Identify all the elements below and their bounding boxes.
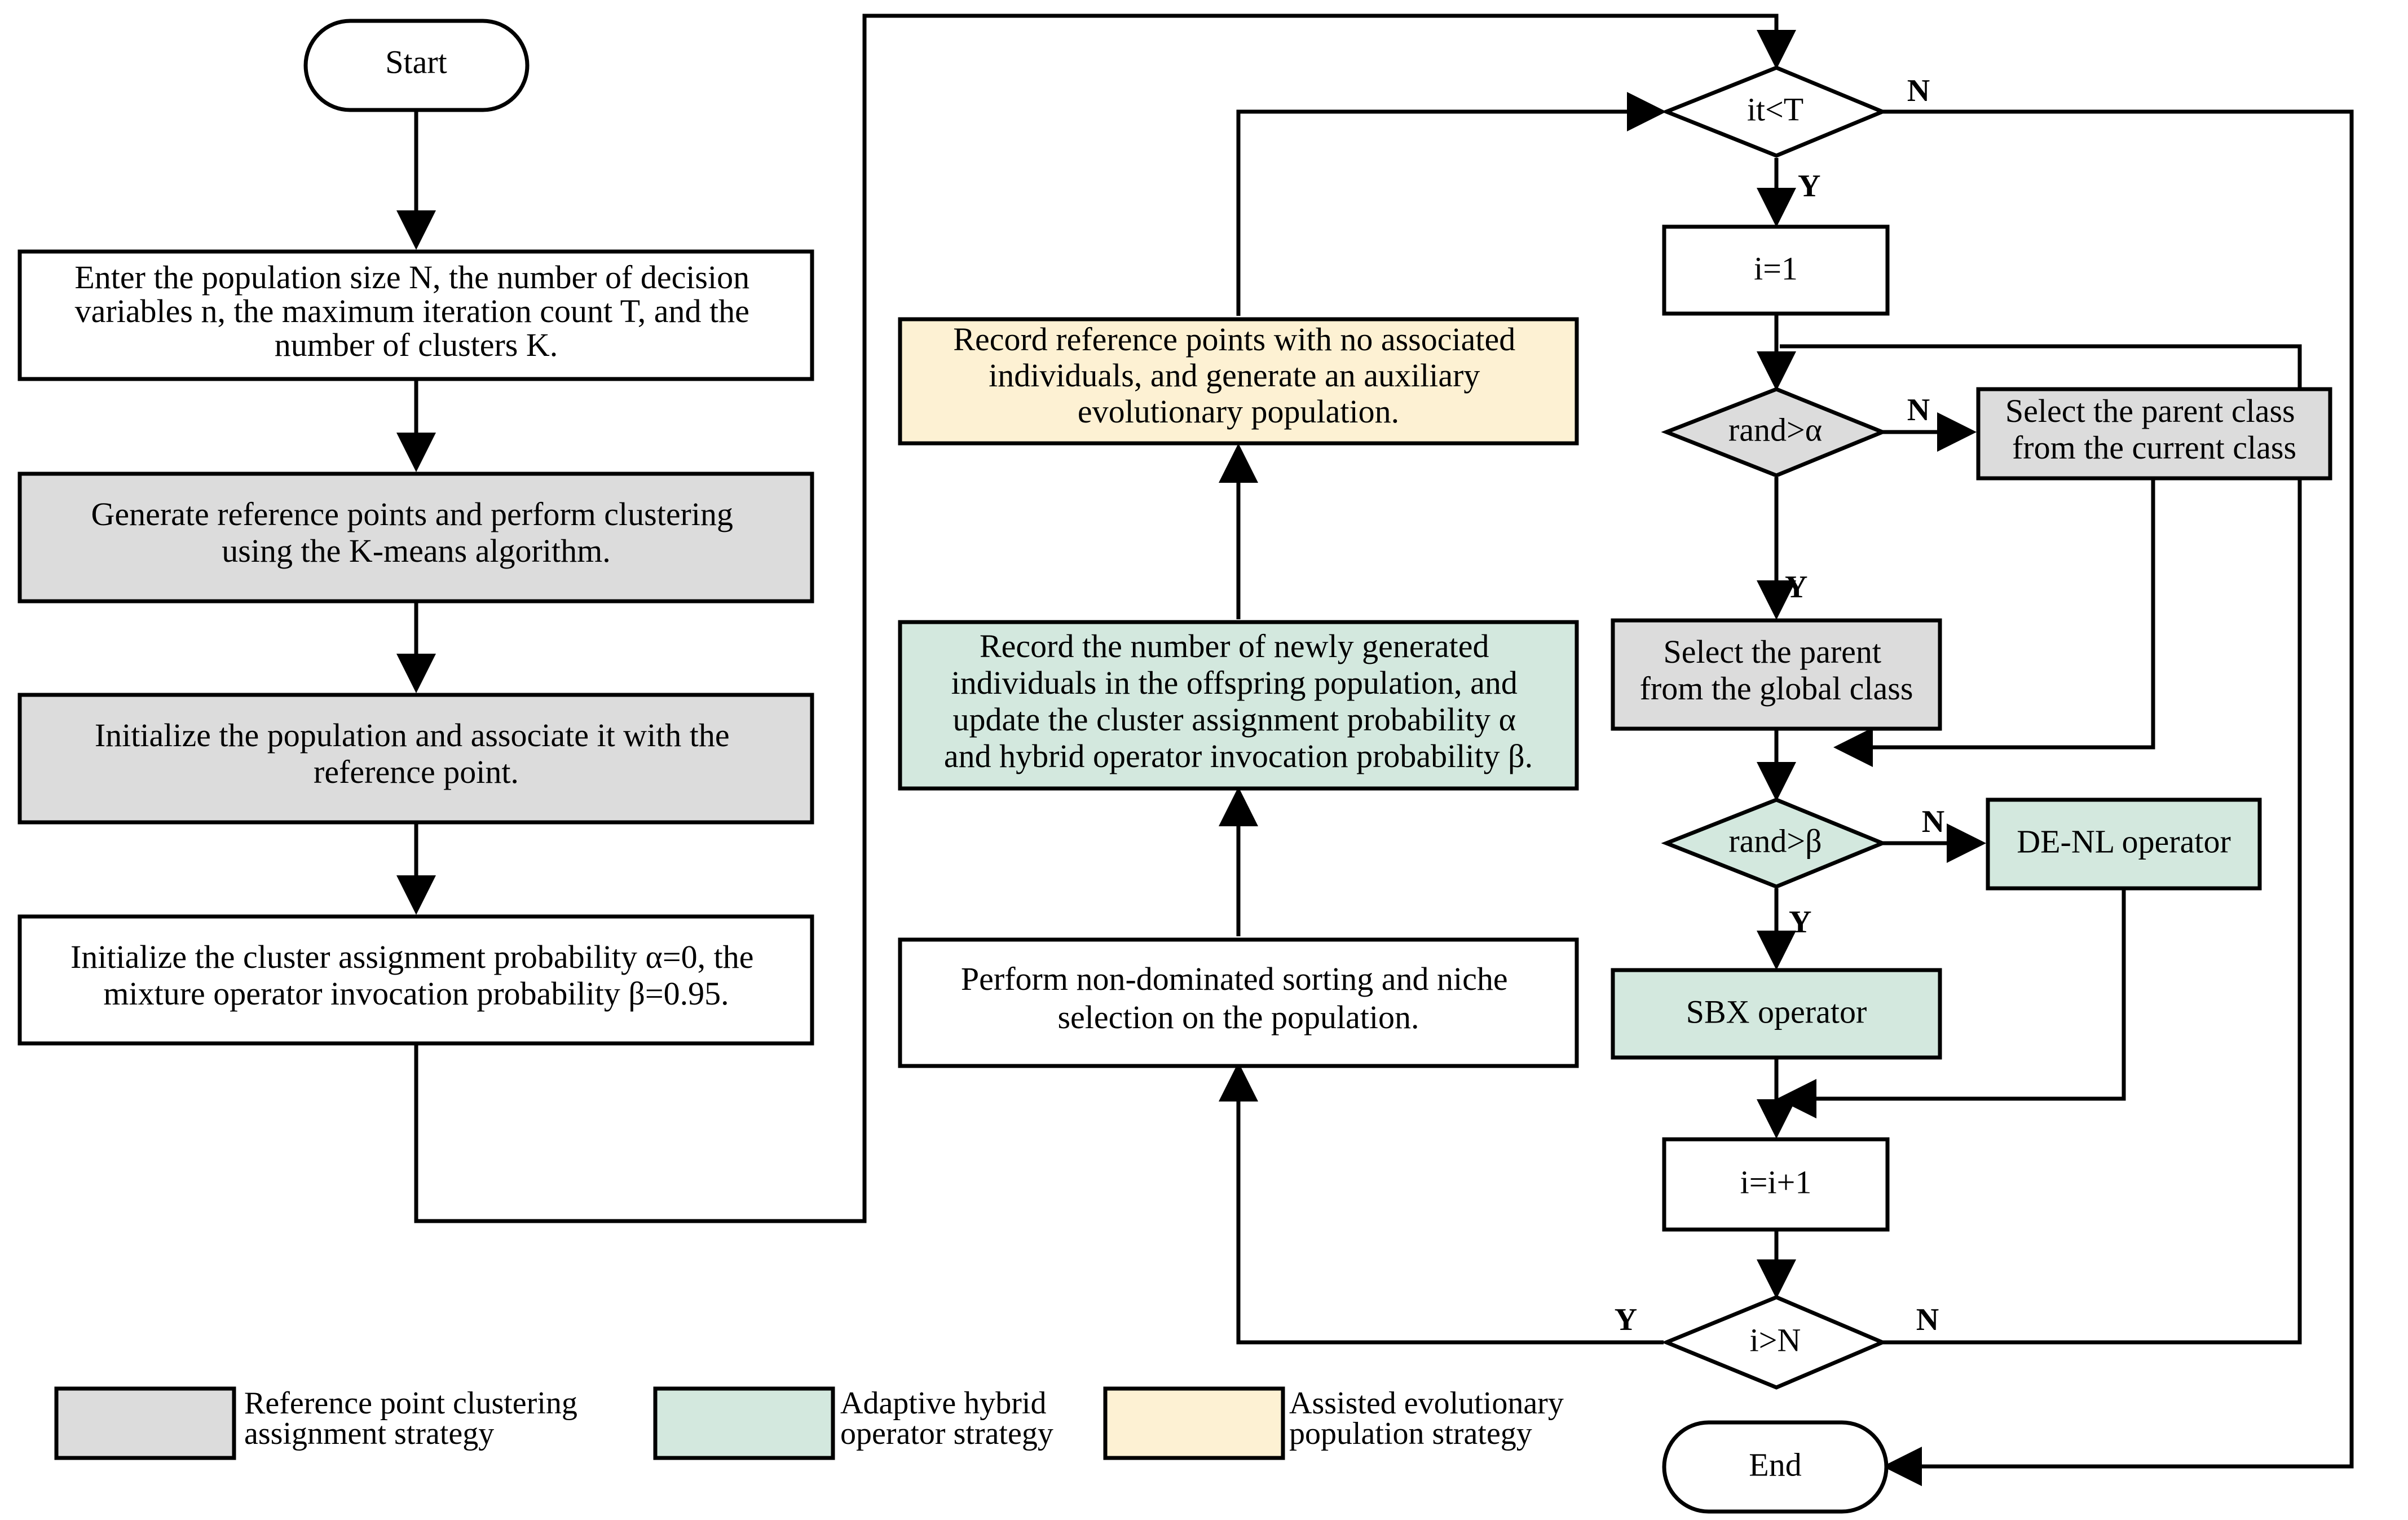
i-increment-label: i=i+1 [1740, 1164, 1812, 1200]
record-reference-points-box [898, 317, 1579, 446]
branch-label-ign-n: N [1916, 1302, 1939, 1337]
generate-reference-points-text: Generate reference points and perform cl… [91, 496, 741, 569]
iteration-check-label: it<T [1747, 91, 1803, 127]
select-current-class-text: Select the parent class from the current… [2005, 393, 2303, 466]
rand-alpha-diamond [1661, 387, 1888, 478]
select-current-class-box [1976, 387, 2332, 481]
record-reference-points-text: Record reference points with no associat… [953, 321, 1523, 430]
end-label: End [1749, 1446, 1801, 1483]
i-increment-box [1662, 1137, 1890, 1232]
rand-beta-diamond [1661, 798, 1888, 889]
enter-parameters-box [17, 249, 814, 381]
initialize-probability-text: Initialize the cluster assignment probab… [70, 939, 762, 1012]
start-terminal [303, 19, 530, 112]
initialize-population-text: Initialize the population and associate … [95, 717, 738, 790]
rand-beta-label: rand>β [1728, 822, 1822, 859]
edge-ign-y-nds [1219, 1062, 1664, 1345]
select-global-class-box [1611, 618, 1942, 731]
edge-recordref-itlt [1236, 92, 1666, 316]
legend: Reference point clustering assignment st… [54, 1386, 1572, 1460]
legend-swatch-clustering [54, 1386, 236, 1460]
non-dominated-sorting-text: Perform non-dominated sorting and niche … [961, 961, 1516, 1036]
edge-denl-merge [1777, 888, 2126, 1118]
edge-initprob-itlt [414, 14, 1796, 1223]
legend-label-clustering: Reference point clustering assignment st… [244, 1386, 585, 1451]
non-dominated-sorting-box [898, 937, 1579, 1068]
start-label: Start [385, 43, 447, 80]
record-offspring-count-text: Record the number of newly generated ind… [944, 628, 1533, 774]
i-equals-1-box [1662, 224, 1890, 316]
edge-current-merge [1833, 478, 2155, 767]
sbx-operator-label: SBX operator [1686, 993, 1867, 1030]
select-global-class-text: Select the parent from the global class [1640, 633, 1913, 707]
enter-parameters-text: Enter the population size N, the number … [74, 259, 757, 363]
edge-itlt-n-end [1882, 109, 2354, 1486]
legend-swatch-assisted [1103, 1386, 1285, 1460]
i-equals-1-label: i=1 [1754, 250, 1798, 287]
legend-label-assisted: Assisted evolutionary population strateg… [1289, 1386, 1572, 1451]
de-nl-operator-box [1986, 798, 2262, 891]
sbx-operator-box [1611, 968, 1942, 1060]
end-terminal [1662, 1420, 1889, 1514]
legend-swatch-hybrid [653, 1386, 835, 1460]
i-greater-n-label: i>N [1750, 1321, 1801, 1358]
branch-label-beta-n: N [1922, 804, 1944, 839]
branch-label-beta-y: Y [1789, 905, 1811, 940]
de-nl-operator-label: DE-NL operator [2017, 823, 2231, 860]
branch-label-ign-y: Y [1615, 1302, 1637, 1337]
generate-reference-points-box [17, 472, 814, 603]
rand-alpha-label: rand>α [1728, 411, 1822, 448]
i-greater-n-diamond [1661, 1295, 1887, 1390]
legend-label-hybrid: Adaptive hybrid operator strategy [840, 1386, 1054, 1451]
initialize-probability-box [17, 914, 814, 1046]
iteration-check-diamond [1661, 65, 1888, 158]
branch-label-it-n: N [1907, 73, 1930, 108]
initialize-population-box [17, 693, 814, 825]
branch-label-alpha-n: N [1907, 393, 1930, 428]
branch-label-it-y: Y [1798, 169, 1820, 204]
edge-ign-n-loop [1780, 344, 2302, 1345]
branch-label-alpha-y: Y [1785, 570, 1807, 605]
record-offspring-count-box [898, 620, 1579, 791]
